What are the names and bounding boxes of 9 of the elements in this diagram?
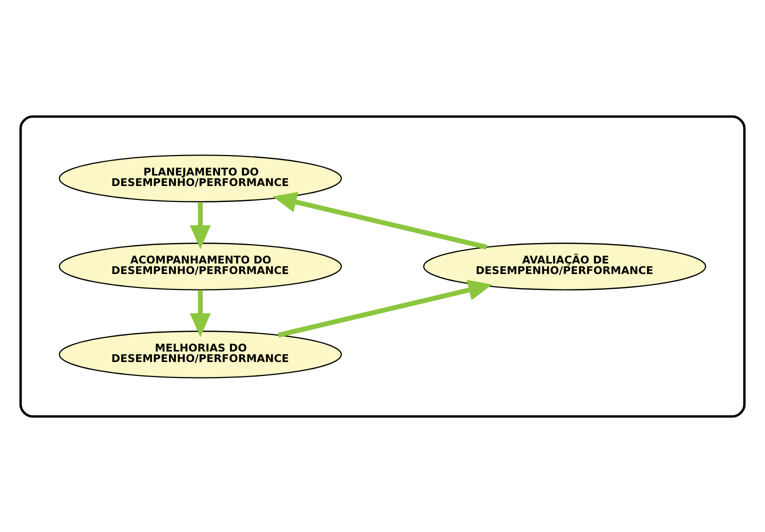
node-ellipse: AVALIAÇÃO DE DESEMPENHO/PERFORMANCE [423,242,706,290]
arrow [272,191,488,249]
node-ellipse: MELHORIAS DO DESEMPENHO/PERFORMANCE [58,330,342,378]
arrow [190,290,211,337]
arrow [278,279,492,337]
cluster [19,114,746,418]
node-ellipse: PLANEJAMENTO DO DESEMPENHO/PERFORMANCE [58,154,342,202]
node-ellipse: ACOMPANHAMENTO DO DESEMPENHO/PERFORMANCE [58,242,342,290]
arrow [190,202,211,249]
